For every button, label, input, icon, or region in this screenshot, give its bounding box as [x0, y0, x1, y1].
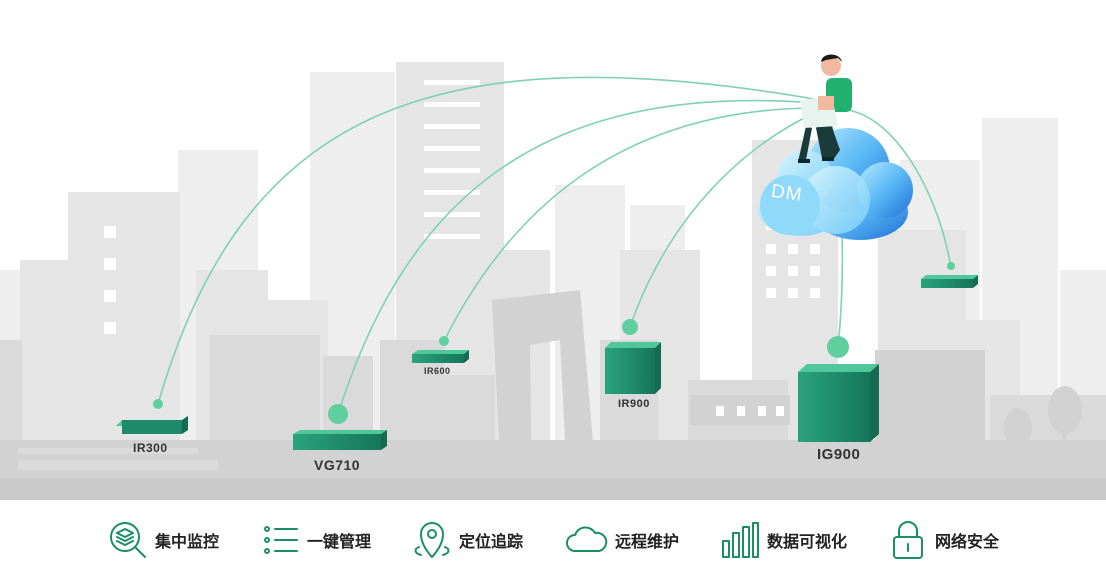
bar-chart-icon	[722, 521, 760, 558]
city-skyline	[0, 54, 1106, 500]
list-icon	[263, 525, 298, 554]
feature-network-security: 网络安全	[887, 519, 999, 561]
feature-location-tracking: 定位追踪	[411, 519, 523, 561]
feature-label: 远程维护	[615, 531, 680, 551]
feature-label: 网络安全	[935, 531, 1000, 551]
device-label-ig900: IG900	[817, 446, 861, 463]
feature-label: 一键管理	[306, 531, 371, 551]
device-ir900	[605, 342, 661, 394]
feature-remote-maintenance: 远程维护	[563, 519, 679, 561]
device-label-vg710: VG710	[314, 457, 361, 473]
person-with-laptop	[798, 54, 852, 163]
cloud-icon	[566, 526, 608, 552]
feature-bar: 集中监控 一键管理 定位追踪 远程维护	[0, 500, 1106, 579]
layers-magnifier-icon	[109, 521, 146, 558]
device-ir300	[116, 416, 188, 434]
feature-label: 数据可视化	[767, 531, 848, 551]
device-vg710	[293, 430, 387, 450]
ground	[0, 440, 1106, 500]
padlock-icon	[893, 520, 924, 559]
device-label-ir300: IR300	[133, 441, 168, 455]
feature-label: 定位追踪	[458, 531, 523, 551]
device-ir600	[412, 350, 469, 363]
location-pin-icon	[414, 521, 450, 558]
feature-label: 集中监控	[154, 531, 219, 551]
device-label-ir900: IR900	[618, 398, 650, 410]
feature-centralized-monitoring: 集中监控	[107, 519, 219, 561]
feature-one-click-management: 一键管理	[259, 519, 371, 561]
network-illustration: IR300 VG710 IR600 IR900 IG900 DM	[0, 54, 1106, 500]
feature-data-visualization: 数据可视化	[719, 519, 847, 561]
device-label-ir600: IR600	[424, 366, 451, 376]
device-router-right	[921, 275, 978, 288]
device-ig900	[798, 364, 879, 442]
cloud-label: DM	[769, 180, 804, 207]
low-wall	[690, 395, 790, 425]
connection-nodes	[153, 262, 955, 424]
